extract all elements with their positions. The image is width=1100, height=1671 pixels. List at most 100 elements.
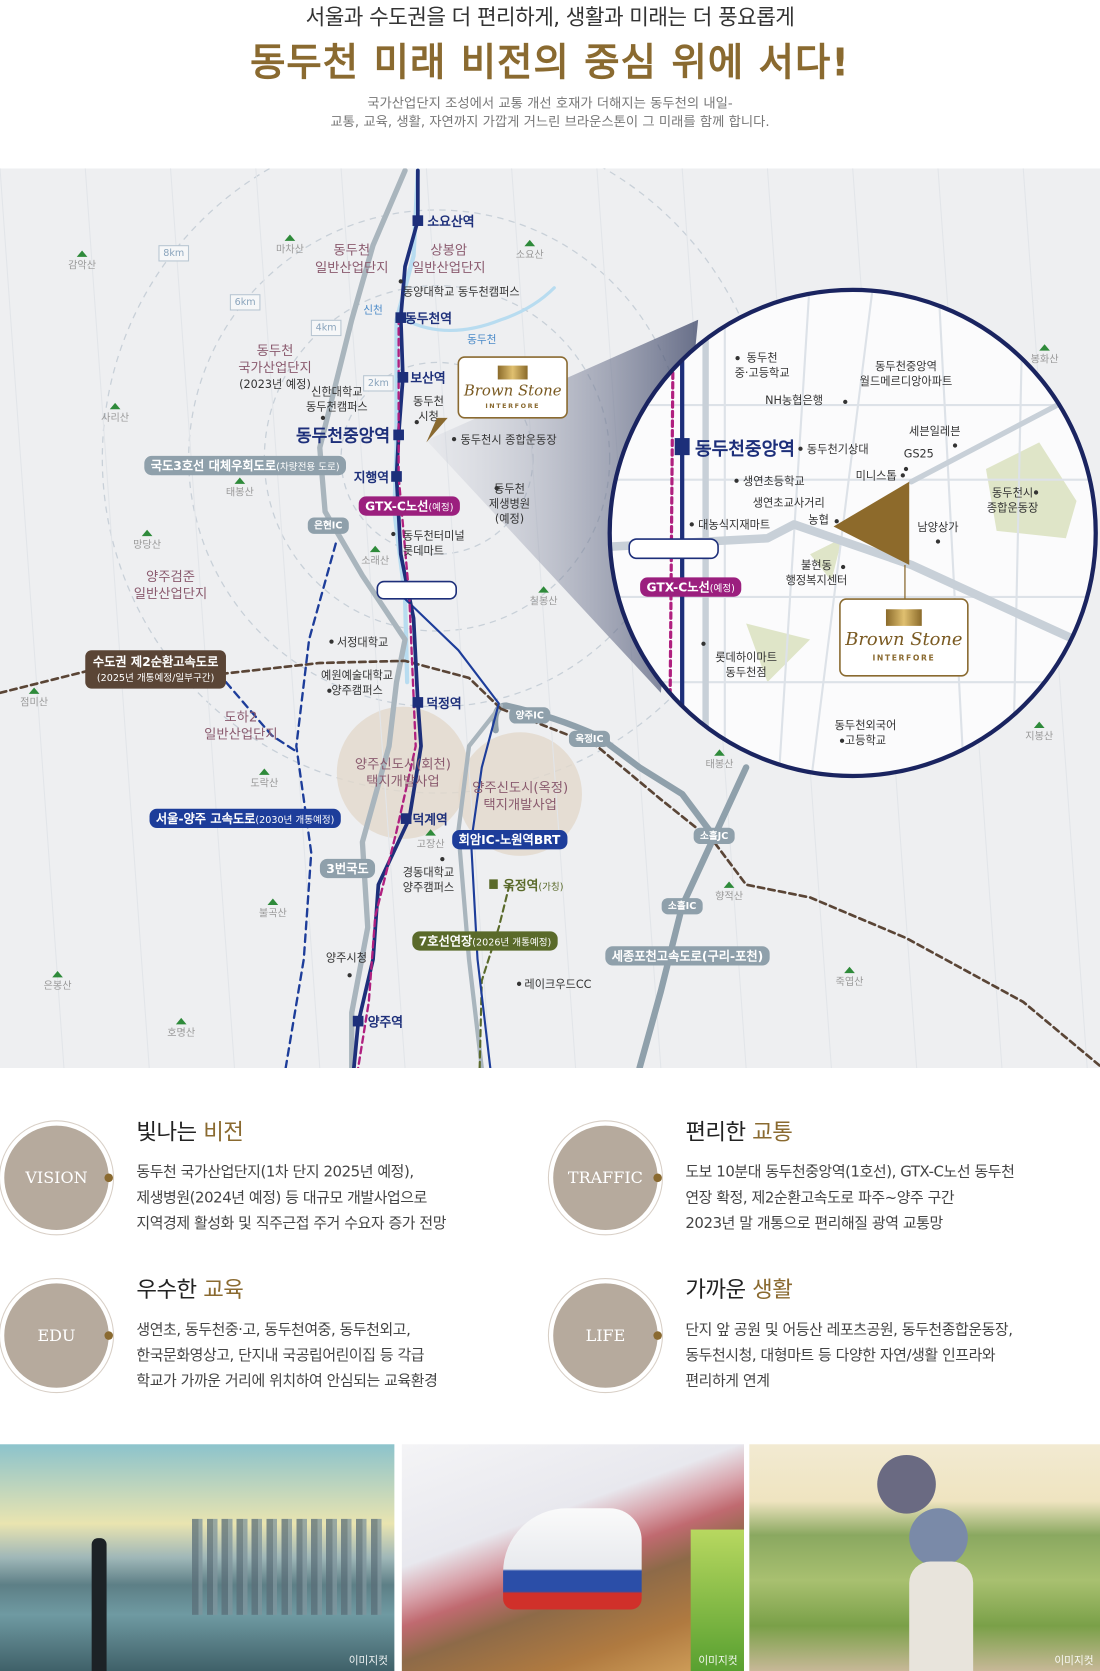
station-marker [393,429,404,441]
line7-label-label: 7호선연장(2026년 개통예정) [419,933,552,948]
mountain-icon [234,477,246,484]
park [985,442,1077,539]
mountain-icon [267,898,279,905]
title-accent: 교통 [752,1119,793,1145]
feature-badge: EDU [0,1279,113,1393]
poi-dot [689,522,694,527]
mountain-label: 지봉산 [1025,731,1053,743]
header-subtitle: 서울과 수도권을 더 편리하게, 생활과 미래는 더 풍요롭게 [305,4,795,30]
inset-gtx-label-label: GTX-C노선(예정) [647,580,735,595]
road-label: 국도3호선 대체우회도로(차량전용 도로) [144,455,346,476]
gtx-c-line [356,316,417,1069]
mother-helmet [877,1454,936,1514]
brand-sub: INTERFORE [485,402,540,410]
mountain-label: 불곡산 [259,908,287,920]
child-helmet [909,1508,968,1567]
undefined [511,168,577,1069]
station-marker [395,312,407,323]
mountain-icon [284,234,296,241]
inset-border [607,287,1098,779]
distance-label: 4km [316,322,337,333]
mountain-icon [175,1017,187,1025]
local-road [777,289,812,776]
station-label: 보산역 [410,371,445,387]
mountain-icon [723,881,735,888]
road-label: 세종포천고속도로(구리-포천) [605,946,770,966]
title-plain: 빛나는 [136,1119,204,1145]
feature-line: 제생병원(2024년 예정) 등 대규모 개발사업으로 [136,1189,427,1207]
inset-poi-label: 농협 [808,513,829,526]
poi-dot [1033,490,1039,495]
photo-city: 이미지컷 [0,1444,395,1671]
distance-label: 8km [163,248,184,259]
poi-dot [327,688,332,693]
station-marker [391,471,402,482]
road-label-label: 세종포천고속도로(구리-포천) [612,948,764,963]
inset-poi-label: 생연초등학교 [743,475,805,488]
mountain-label: 봉화산 [1031,353,1059,365]
poi-label: 서정대학교 [337,636,388,649]
industrial-area-note: (2023년 예정) [239,378,311,391]
undefined [170,168,236,1069]
photo-train: 이미지컷 [401,1444,744,1671]
feature-line: 단지 앞 공원 및 어등산 레포츠공원, 동두천종합운동장, [685,1321,1013,1339]
badge-dot-icon [104,1173,113,1183]
poi-label: 양주시청 [326,951,367,964]
poi-dot [516,981,522,986]
mountain-label: 죽엽산 [836,976,864,988]
ring-expressway [499,707,1100,1068]
mountain-icon [52,971,63,978]
mountain-icon [141,529,153,537]
photo-family: 이미지컷 [749,1444,1100,1671]
feature-badge: LIFE [548,1279,662,1393]
okjeong-station-label: 옥정역(가칭) [503,878,563,894]
station-marker [400,813,412,824]
road-label-label: 양주IC [516,709,544,721]
poi-dot [440,856,445,862]
poi-dot [840,564,846,570]
mountain-label: 칠봉산 [530,595,558,607]
feature-line: 한국문화영상고, 단지내 국공립어린이집 등 각급 [136,1347,425,1365]
mountain-label: 호명산 [167,1027,195,1039]
mountain-icon [369,545,381,553]
gtx-c-label-label: GTX-C노선(예정) [365,499,453,514]
feature-line: 연장 확정, 제2순환고속도로 파주~양주 구간 [685,1189,955,1207]
distance-label: 2km [368,378,389,389]
road-label-label: 옥정IC [575,733,603,745]
mountain-label: 향적산 [715,891,743,903]
mountain-icon [1039,344,1050,351]
station-marker [674,438,690,456]
local-road [809,289,876,776]
title-accent: 비전 [203,1119,244,1145]
badge-dot-icon [104,1331,113,1340]
blue-road-label-label: 서울-양주 고속도로(2030년 개통예정) [156,811,334,826]
road-label-label: 은현IC [314,520,342,532]
mountain-icon [844,966,855,974]
poi-dot [843,399,848,404]
station-label: 양주역 [368,1014,403,1030]
poi-dot [329,639,334,644]
ring-expressway-title: 수도권 제2순환고속도로 [93,654,219,669]
mountain-label: 도락산 [250,778,278,790]
mountain-label: 마차산 [276,244,304,256]
line7-label: 7호선연장(2026년 개통예정) [412,931,558,951]
feature-line: 편리하게 연계 [685,1372,770,1390]
description-line: 국가산업단지 조성에서 교통 개선 호재가 더해지는 동두천의 내일- [367,94,733,111]
inset-poi-label: NH농협은행 [765,394,823,407]
mountain-label: 은봉산 [44,980,72,992]
road-3 [317,168,408,1069]
road-label: 옥정IC [568,730,610,747]
poi-label: 동양대학교 동두천캠퍼스 [403,284,520,298]
development-area [458,732,582,856]
